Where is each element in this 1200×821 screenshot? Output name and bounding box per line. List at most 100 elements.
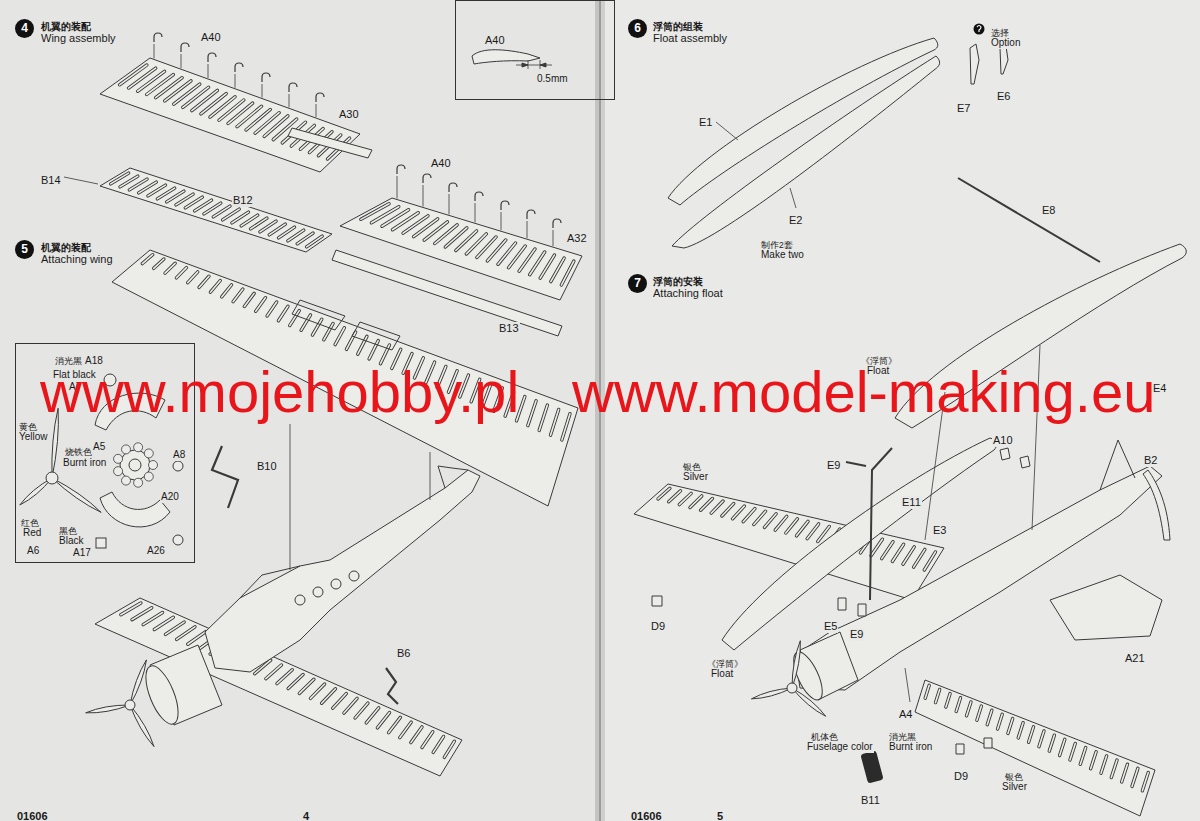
wing-rib-slot	[371, 207, 398, 223]
wing-rib-slot	[1142, 773, 1148, 791]
wing-rib-slot	[174, 84, 200, 104]
wing-rib-slot	[1091, 752, 1097, 769]
part-label: Fuselage color	[806, 741, 874, 753]
float	[722, 438, 997, 650]
a40-detail	[472, 50, 540, 64]
leader-line	[64, 177, 98, 184]
wing-rib-slot	[733, 506, 745, 519]
wing-rib-slot	[138, 71, 165, 91]
wing-rib-slot	[288, 674, 303, 688]
watermark: www.mojehobby.pl	[40, 363, 519, 421]
a40-part	[553, 219, 561, 228]
wing-rib-slot	[925, 685, 929, 698]
inset-box: A400.5mm	[455, 0, 615, 100]
leader-line	[289, 94, 290, 107]
wing-rib-slot	[210, 97, 235, 117]
wing-rib-slot	[1008, 719, 1013, 734]
part-label: E9	[826, 459, 841, 472]
text-holder: A10	[992, 430, 1014, 448]
page-number: 01606	[630, 810, 663, 821]
wing-rib-slot	[366, 708, 378, 723]
wing-rib-slot	[892, 544, 903, 561]
step-number: 6	[628, 19, 647, 38]
wing-rib-slot	[266, 665, 282, 679]
text-holder: E9	[849, 624, 864, 642]
wing-rib-slot	[132, 608, 152, 620]
propeller-blade	[792, 641, 800, 688]
propeller-hub	[787, 683, 797, 693]
part-a26	[173, 535, 183, 545]
wing-rib-slot	[679, 493, 691, 504]
wing-rib-slot	[344, 698, 357, 713]
wing-rib-slot	[165, 622, 184, 634]
part-label: Yellow	[18, 431, 49, 443]
wing-rib-slot	[322, 689, 336, 703]
part-label: D9	[650, 620, 666, 633]
fuselage-window	[295, 595, 305, 605]
wing-rib-slot	[264, 116, 288, 137]
wing-rib-slot	[183, 87, 209, 107]
part-label: A5	[92, 441, 106, 453]
part-a8	[173, 461, 183, 471]
text-holder: E5	[823, 616, 838, 634]
wing-rib-slot	[143, 613, 162, 625]
wing-rib-slot	[956, 698, 960, 712]
part-label: A40	[430, 157, 452, 170]
wing-rib-slot	[967, 702, 971, 716]
wing-rib-slot	[312, 319, 321, 335]
wing-rib-slot	[346, 332, 355, 349]
part-label: A8	[172, 449, 186, 461]
wing-rib-slot	[786, 519, 798, 533]
part-label: A20	[160, 491, 180, 503]
wing-rib-slot	[528, 401, 536, 426]
wing-rib-slot	[1049, 735, 1054, 751]
text-holder: 4	[302, 806, 310, 821]
text-holder: E1	[698, 112, 713, 130]
wing-rib-slot	[754, 511, 766, 524]
wing-rib-slot	[301, 315, 310, 330]
leader-line	[316, 104, 317, 117]
wing-rib-slot	[998, 714, 1003, 729]
wing-rib-slot	[244, 293, 254, 306]
tail-fin	[1100, 440, 1135, 490]
text-holder: E3	[932, 520, 947, 538]
step-title: 机翼的装配	[40, 21, 92, 33]
engine-cylinder	[149, 461, 158, 470]
text-holder: D9	[650, 616, 666, 634]
part-d9	[652, 596, 662, 606]
wing-rib-slot	[246, 109, 270, 129]
wing-rib-slot	[188, 632, 206, 645]
leader-line	[790, 188, 796, 208]
wing-rib-slot	[1142, 773, 1148, 791]
wing-rib-slot	[346, 332, 355, 349]
wing-rib-slot	[539, 405, 547, 430]
leader-line	[905, 668, 910, 702]
wing-rib-slot	[192, 90, 218, 110]
text-holder: 4	[15, 18, 34, 38]
text-holder: 6	[628, 18, 647, 38]
leader-line	[553, 230, 554, 246]
part-label: Burnt iron	[62, 457, 107, 469]
step-heading: 7浮筒的安装Attaching float	[626, 268, 726, 302]
text-holder: E7	[956, 98, 971, 116]
text-holder: 5	[15, 239, 34, 259]
text-holder: B13	[498, 318, 520, 336]
wing-rib-slot	[129, 68, 156, 88]
strut-b6	[386, 668, 398, 704]
wing-rib-slot	[444, 741, 454, 757]
float-half-e1	[668, 38, 938, 205]
wing-rib-slot	[1070, 743, 1075, 759]
wing-rib-slot	[255, 113, 279, 134]
wing-rib-slot	[143, 613, 162, 625]
wing-rib-slot	[219, 100, 244, 120]
wing-rib-slot	[129, 68, 156, 88]
text-holder: 7	[628, 273, 647, 293]
engine-cylinders	[129, 459, 141, 471]
wing-rib-slot	[711, 501, 723, 513]
text-holder: E9	[826, 455, 841, 473]
a40-part	[262, 73, 270, 82]
wing-rib-slot	[924, 552, 935, 570]
wing-rib-slot	[977, 706, 982, 720]
a40-part	[527, 210, 535, 219]
